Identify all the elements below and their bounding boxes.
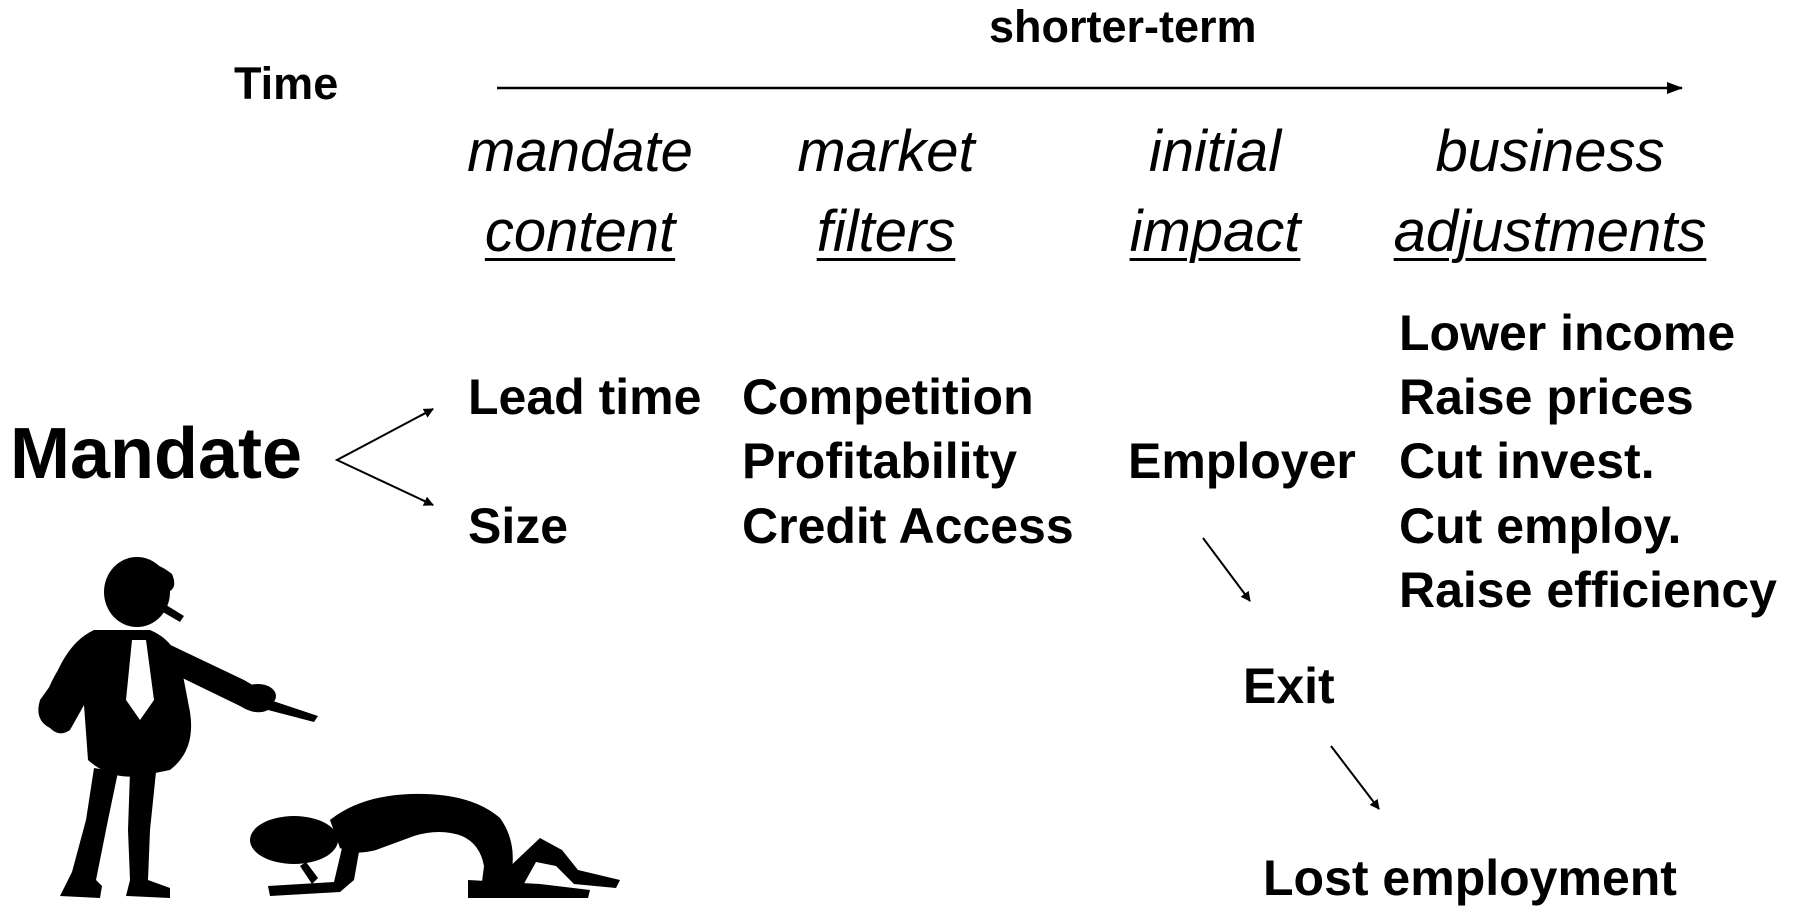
stage-header-line2: adjustments [1393,199,1707,264]
raise-efficiency-item: Raise efficiency [1399,562,1777,618]
lower-income-item: Lower income [1399,305,1736,361]
stage-header-market-filters: market filters [686,123,1086,261]
stage-header-line1: initial [1148,119,1282,184]
stage-header-line2: content [484,199,676,264]
raise-prices-item: Raise prices [1399,369,1694,425]
mandate-label: Mandate [10,414,303,494]
shorter-term-label: shorter-term [989,1,1257,52]
credit-access-item: Credit Access [742,498,1074,554]
lost-employment-item: Lost employment [1263,850,1677,906]
stage-header-mandate-content: mandate content [380,123,780,261]
arrow-to-lost-employment [1330,745,1380,810]
stage-header-business-adjustments: business adjustments [1350,123,1750,261]
arrow-to-exit [1202,537,1251,602]
stage-header-line2: filters [816,199,956,264]
time-label: Time [234,58,339,109]
stage-header-line1: mandate [467,119,693,184]
exit-item: Exit [1243,658,1335,714]
arrow-to-size [419,496,434,506]
size-item: Size [468,498,569,554]
profitability-item: Profitability [742,433,1018,489]
stage-header-initial-impact: initial impact [1015,123,1415,261]
mandate-branch-lines [334,408,434,506]
cut-invest-item: Cut invest. [1399,433,1655,489]
stage-header-line2: impact [1129,199,1301,264]
employer-item: Employer [1128,433,1356,489]
cut-employ-item: Cut employ. [1399,498,1682,554]
lead-time-item: Lead time [468,369,702,425]
boss-pointing-at-kneeling-worker-icon [38,557,620,898]
stage-header-line1: market [797,119,975,184]
competition-item: Competition [742,369,1034,425]
stage-header-line1: business [1435,119,1665,184]
arrow-to-lead-time [419,408,434,418]
